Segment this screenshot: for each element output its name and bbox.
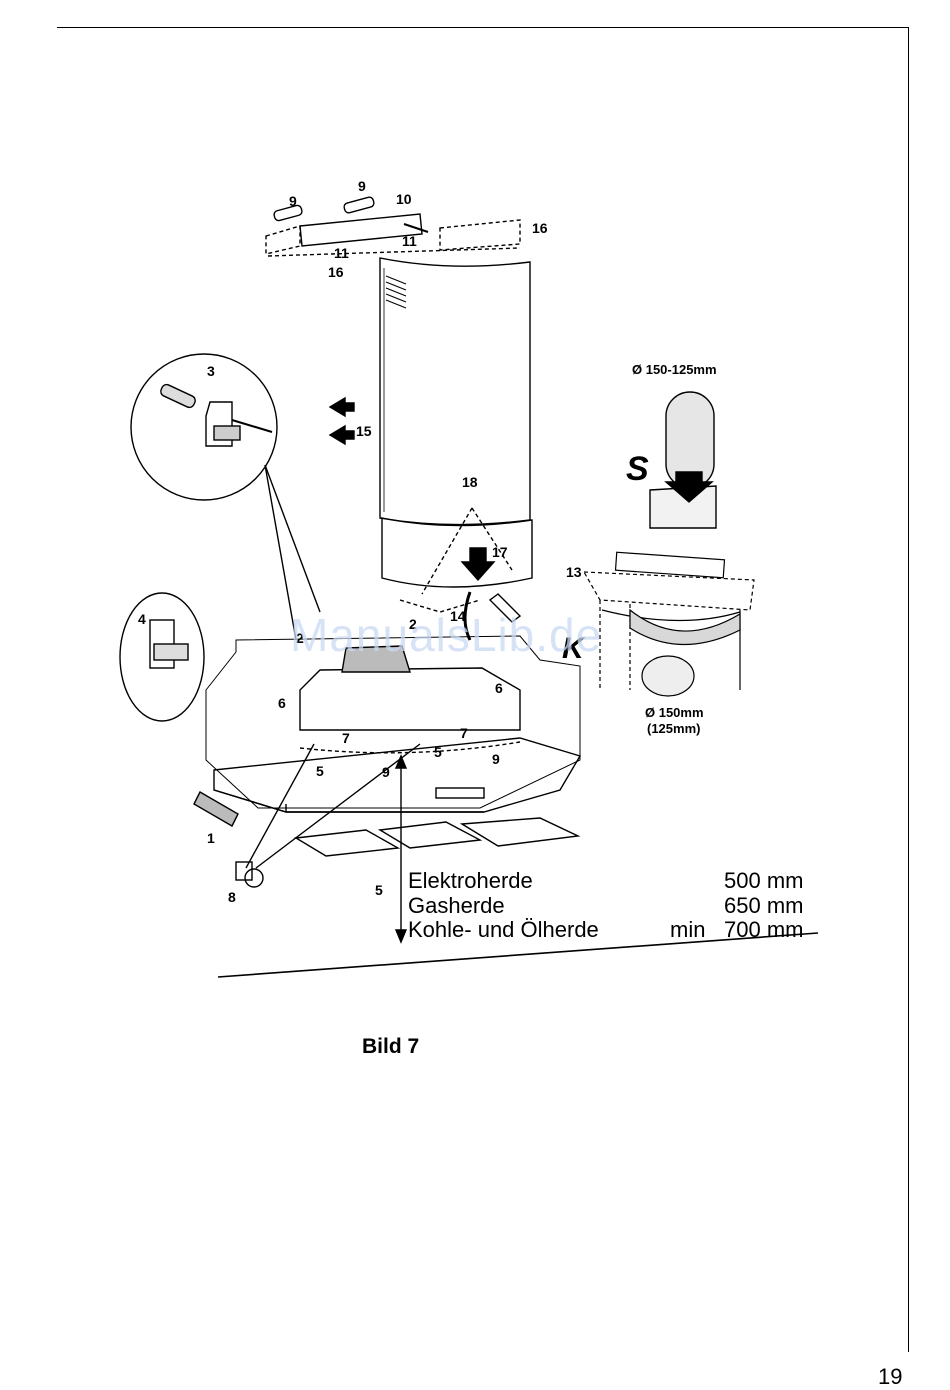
callout-18: 18 xyxy=(462,474,478,490)
figure-caption: Bild 7 xyxy=(362,1035,419,1059)
grease-filter-1 xyxy=(296,830,398,856)
spec-label-electric: Elektroherde xyxy=(408,869,533,893)
filter-diameter-label: Ø 150mm xyxy=(645,705,704,720)
spec-value-coal-oil: 700 mm xyxy=(724,918,803,942)
dowel-9a xyxy=(273,205,303,222)
chimney-vents xyxy=(386,276,406,308)
callout-5: 5 xyxy=(434,744,442,760)
callout-3: 3 xyxy=(207,363,215,379)
callout-1: 1 xyxy=(207,830,215,846)
duct-diameter-label: Ø 150-125mm xyxy=(632,362,717,377)
callout-15: 15 xyxy=(356,423,372,439)
hood-canopy xyxy=(214,738,580,812)
grease-filter-3 xyxy=(462,818,578,846)
duct-s xyxy=(650,392,716,528)
spec-label-coal-oil: Kohle- und Ölherde xyxy=(408,918,599,942)
callout-8: 8 xyxy=(228,889,236,905)
callout-13: 13 xyxy=(566,564,582,580)
spec-value-gas: 650 mm xyxy=(724,894,803,918)
recirculation-panel xyxy=(584,552,754,696)
hood-top-box xyxy=(300,668,520,730)
chimney-lower xyxy=(382,518,532,587)
spec-value-electric: 500 mm xyxy=(724,869,803,893)
callout-6: 6 xyxy=(495,680,503,696)
callout-9: 9 xyxy=(358,178,366,194)
spec-label-gas: Gasherde xyxy=(408,894,505,918)
wall-outline-left xyxy=(266,226,300,254)
watermark: ManualsLib.de xyxy=(290,608,602,662)
callout-11: 11 xyxy=(334,245,349,261)
callout-5: 5 xyxy=(375,882,383,898)
callout-9: 9 xyxy=(492,751,500,767)
chimney-upper xyxy=(380,258,530,525)
callout-11: 11 xyxy=(402,233,417,249)
callout-5: 5 xyxy=(316,763,324,779)
callout-7: 7 xyxy=(460,725,468,741)
callout-16: 16 xyxy=(328,264,344,280)
callout-6: 6 xyxy=(278,695,286,711)
filter-diameter-alt-label: (125mm) xyxy=(647,721,700,736)
mode-letter-s: S xyxy=(626,450,649,488)
callout-17: 17 xyxy=(492,544,508,560)
spec-prefix-min: min xyxy=(670,918,705,942)
callout-7: 7 xyxy=(342,730,350,746)
dowel-9b xyxy=(343,196,375,213)
callout-16: 16 xyxy=(532,220,548,236)
callout-10: 10 xyxy=(396,191,412,207)
callout-9: 9 xyxy=(289,193,297,209)
wall-outline-right xyxy=(440,220,520,250)
control-panel xyxy=(436,788,484,798)
page-number: 19 xyxy=(878,1364,902,1390)
callout-9: 9 xyxy=(382,764,390,780)
callout-4: 4 xyxy=(138,611,146,627)
